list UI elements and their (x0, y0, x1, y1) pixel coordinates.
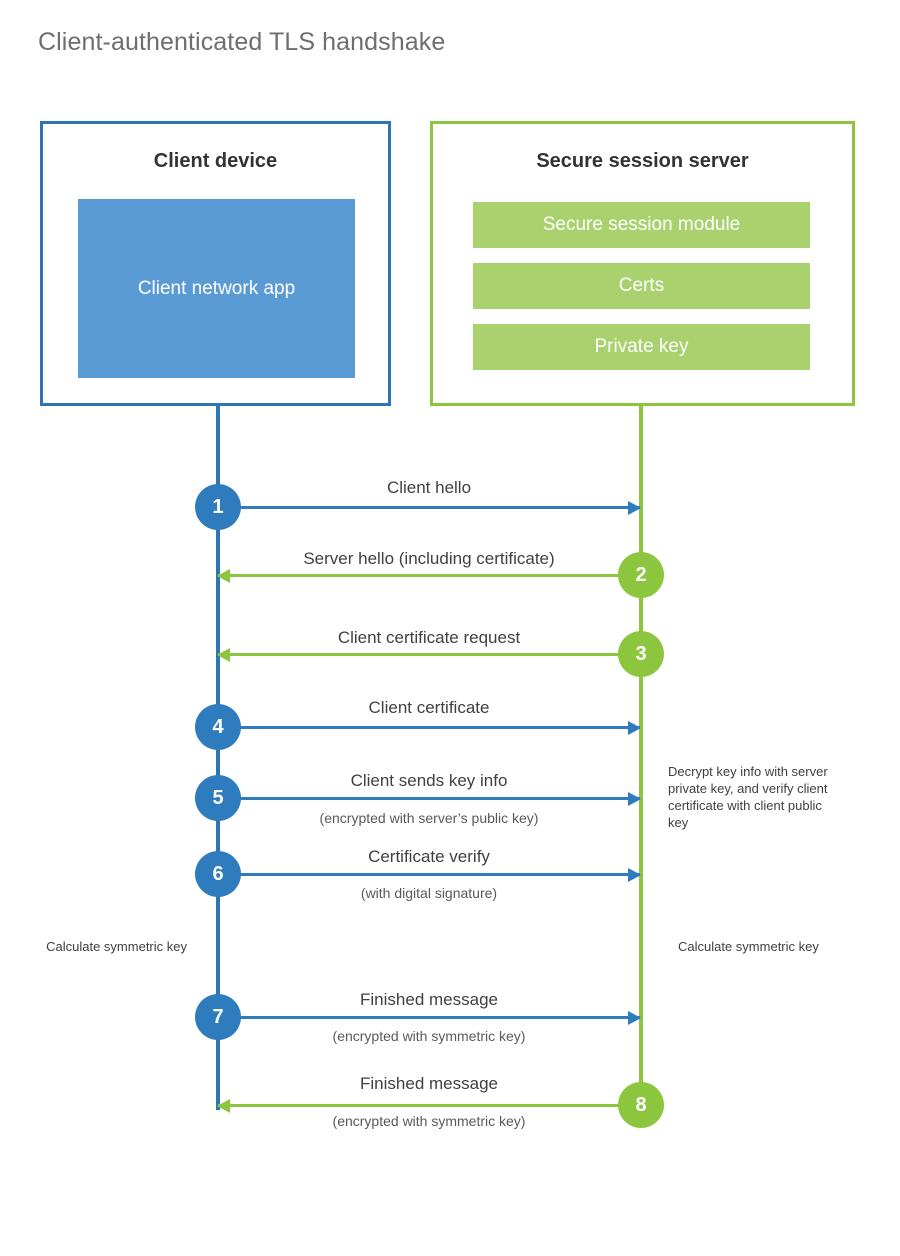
message-label-4: Client certificate (368, 698, 490, 717)
arrowhead-left-icon (217, 1098, 230, 1113)
client-lifeline (216, 406, 220, 1110)
arrowhead-right-icon (628, 791, 641, 806)
server-component-secure-session-module: Secure session module (473, 202, 810, 248)
message-arrow-3 (217, 647, 640, 662)
message-label-5: Client sends key info (350, 771, 508, 790)
message-arrow-8 (217, 1098, 640, 1113)
step-circle-6[interactable]: 6 (195, 851, 241, 897)
message-arrow-4 (218, 720, 641, 735)
server-component-private-key: Private key (473, 324, 810, 370)
server-calculate-symmetric-key-note: Calculate symmetric key (678, 939, 819, 954)
client-calculate-symmetric-key-note: Calculate symmetric key (46, 939, 187, 954)
message-sublabel-6: (with digital signature) (360, 885, 498, 901)
step-circle-8[interactable]: 8 (618, 1082, 664, 1128)
arrowhead-right-icon (628, 720, 641, 735)
message-label-8: Finished message (360, 1074, 498, 1093)
client-device-box: Client device Client network app (40, 121, 391, 406)
server-component-certs: Certs (473, 263, 810, 309)
server-lifeline (639, 406, 643, 1106)
message-label-7: Finished message (360, 990, 498, 1009)
arrowhead-left-icon (217, 647, 230, 662)
step-circle-7[interactable]: 7 (195, 994, 241, 1040)
arrowhead-right-icon (628, 1010, 641, 1025)
message-arrow-2 (217, 568, 640, 583)
message-sublabel-7: (encrypted with symmetric key) (332, 1028, 526, 1044)
step-circle-2[interactable]: 2 (618, 552, 664, 598)
secure-session-server-box: Secure session server Secure session mod… (430, 121, 855, 406)
message-arrow-1 (218, 500, 641, 515)
client-device-title: Client device (153, 150, 278, 172)
arrowhead-right-icon (628, 500, 641, 515)
message-arrow-6 (218, 867, 641, 882)
message-label-3: Client certificate request (337, 628, 521, 647)
step-circle-1[interactable]: 1 (195, 484, 241, 530)
secure-session-server-title: Secure session server (536, 150, 749, 172)
message-label-6: Certificate verify (368, 847, 490, 866)
arrowhead-left-icon (217, 568, 230, 583)
message-sublabel-5: (encrypted with server’s public key) (319, 810, 539, 826)
page-title: Client-authenticated TLS handshake (38, 28, 446, 56)
message-arrow-5 (218, 791, 641, 806)
step-circle-4[interactable]: 4 (195, 704, 241, 750)
arrowhead-right-icon (628, 867, 641, 882)
server-decrypt-note: Decrypt key info with server private key… (668, 764, 828, 830)
step-circle-3[interactable]: 3 (618, 631, 664, 677)
message-label-2: Server hello (including certificate) (303, 549, 555, 568)
message-arrow-7 (218, 1010, 641, 1025)
message-label-1: Client hello (386, 478, 472, 497)
message-sublabel-8: (encrypted with symmetric key) (332, 1113, 526, 1129)
client-network-app-block: Client network app (78, 199, 355, 378)
step-circle-5[interactable]: 5 (195, 775, 241, 821)
